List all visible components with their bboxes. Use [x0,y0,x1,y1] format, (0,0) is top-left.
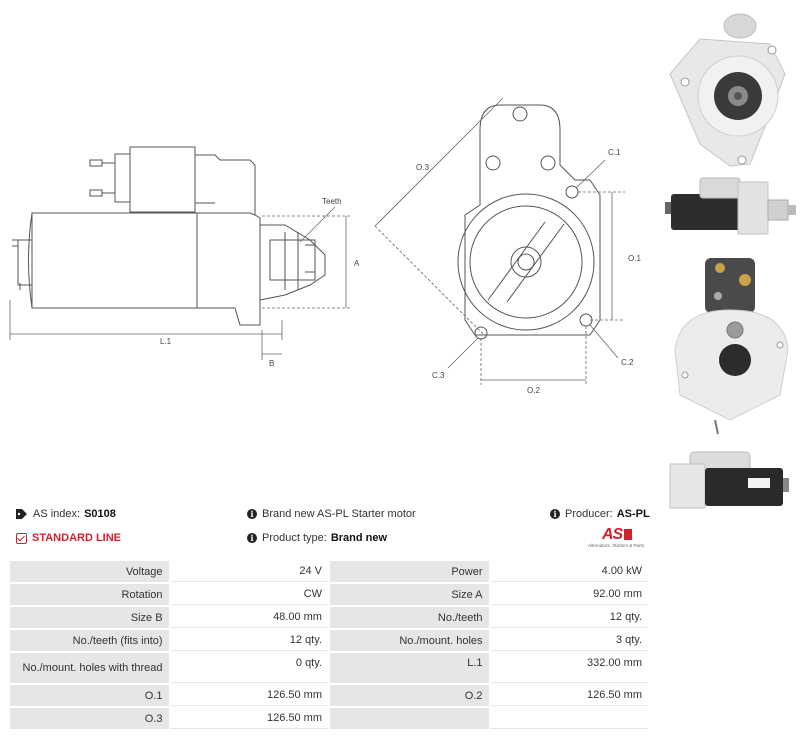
product-description: Brand new AS-PL Starter motor [262,508,416,520]
table-row: No./teeth (fits into) 12 qty. No./mount.… [10,630,648,651]
producer-label: Producer: [565,508,613,520]
spec-label: Rotation [10,584,169,605]
spec-label: O.1 [10,685,169,706]
spec-label: O.2 [329,685,489,706]
product-photo-front [669,13,786,167]
as-index-row: AS index: S0108 [16,508,116,520]
label-l1: L.1 [160,337,172,346]
label-o1: O.1 [628,254,641,263]
specs-table: Voltage 24 V Power 4.00 kW Rotation CW S… [8,559,650,731]
product-photo-rear [674,258,789,435]
label-c2: C.2 [621,358,634,367]
product-photo-side [665,177,796,235]
spec-label [329,708,489,729]
spec-label: No./mount. holes with thread [10,653,169,683]
spec-value: 12 qty. [490,607,648,628]
spec-value: 126.50 mm [490,685,648,706]
info-icon: i [247,509,257,519]
product-type-label: Product type: [262,532,327,544]
spec-value: 12 qty. [170,630,328,651]
spec-value [490,708,648,729]
spec-label: Power [329,561,489,582]
spec-value: 3 qty. [490,630,648,651]
table-row: Voltage 24 V Power 4.00 kW [10,561,648,582]
standard-line-row: STANDARD LINE [16,532,121,544]
spec-value: 4.00 kW [490,561,648,582]
table-row: O.1 126.50 mm O.2 126.50 mm [10,685,648,706]
table-row: O.3 126.50 mm [10,708,648,729]
as-index-value: S0108 [84,508,116,520]
producer-row: i Producer: AS-PL [550,508,650,520]
table-row: No./mount. holes with thread 0 qty. L.1 … [10,653,648,683]
spec-value: CW [170,584,328,605]
standard-line-label: STANDARD LINE [32,532,122,544]
description-row: i Brand new AS-PL Starter motor [247,508,416,520]
as-index-label: AS index: [33,508,81,520]
product-photo-side-rear [669,451,789,509]
spec-value: 126.50 mm [170,708,328,729]
spec-label: Voltage [10,561,169,582]
tag-icon [16,509,27,519]
spec-label: Size A [329,584,489,605]
spec-label: No./teeth [329,607,489,628]
as-pl-logo: AS Alternators, Starters & Parts [588,526,650,552]
spec-label: L.1 [329,653,489,683]
spec-label: No./mount. holes [329,630,489,651]
info-icon: i [550,509,560,519]
label-teeth: Teeth [322,197,342,206]
spec-value: 24 V [170,561,328,582]
spec-value: 126.50 mm [170,685,328,706]
label-o3: O.3 [416,163,429,172]
checkbox-icon [16,532,27,544]
front-view-drawing [457,104,601,340]
technical-drawing: Teeth A B L.1 O.3 C.1 O.1 C.2 C.3 O.2 [9,97,641,395]
label-o2: O.2 [527,386,540,395]
product-type-value: Brand new [330,532,388,544]
label-c3: C.3 [432,371,445,380]
spec-label: Size B [10,607,169,628]
spec-value: 332.00 mm [490,653,648,683]
logo-mark: AS [602,526,623,543]
side-view-drawing [12,146,326,326]
producer-value: AS-PL [616,508,650,520]
label-c1: C.1 [608,148,621,157]
spec-value: 92.00 mm [490,584,648,605]
table-row: Rotation CW Size A 92.00 mm [10,584,648,605]
label-a: A [354,259,360,268]
spec-label: O.3 [10,708,169,729]
spec-value: 0 qty. [170,653,328,683]
product-type-row: i Product type: Brand new [247,532,387,544]
info-icon: i [247,533,257,543]
label-b: B [269,359,274,368]
logo-tagline: Alternators, Starters & Parts [588,543,645,548]
spec-label: No./teeth (fits into) [10,630,169,651]
spec-value: 48.00 mm [170,607,328,628]
table-row: Size B 48.00 mm No./teeth 12 qty. [10,607,648,628]
